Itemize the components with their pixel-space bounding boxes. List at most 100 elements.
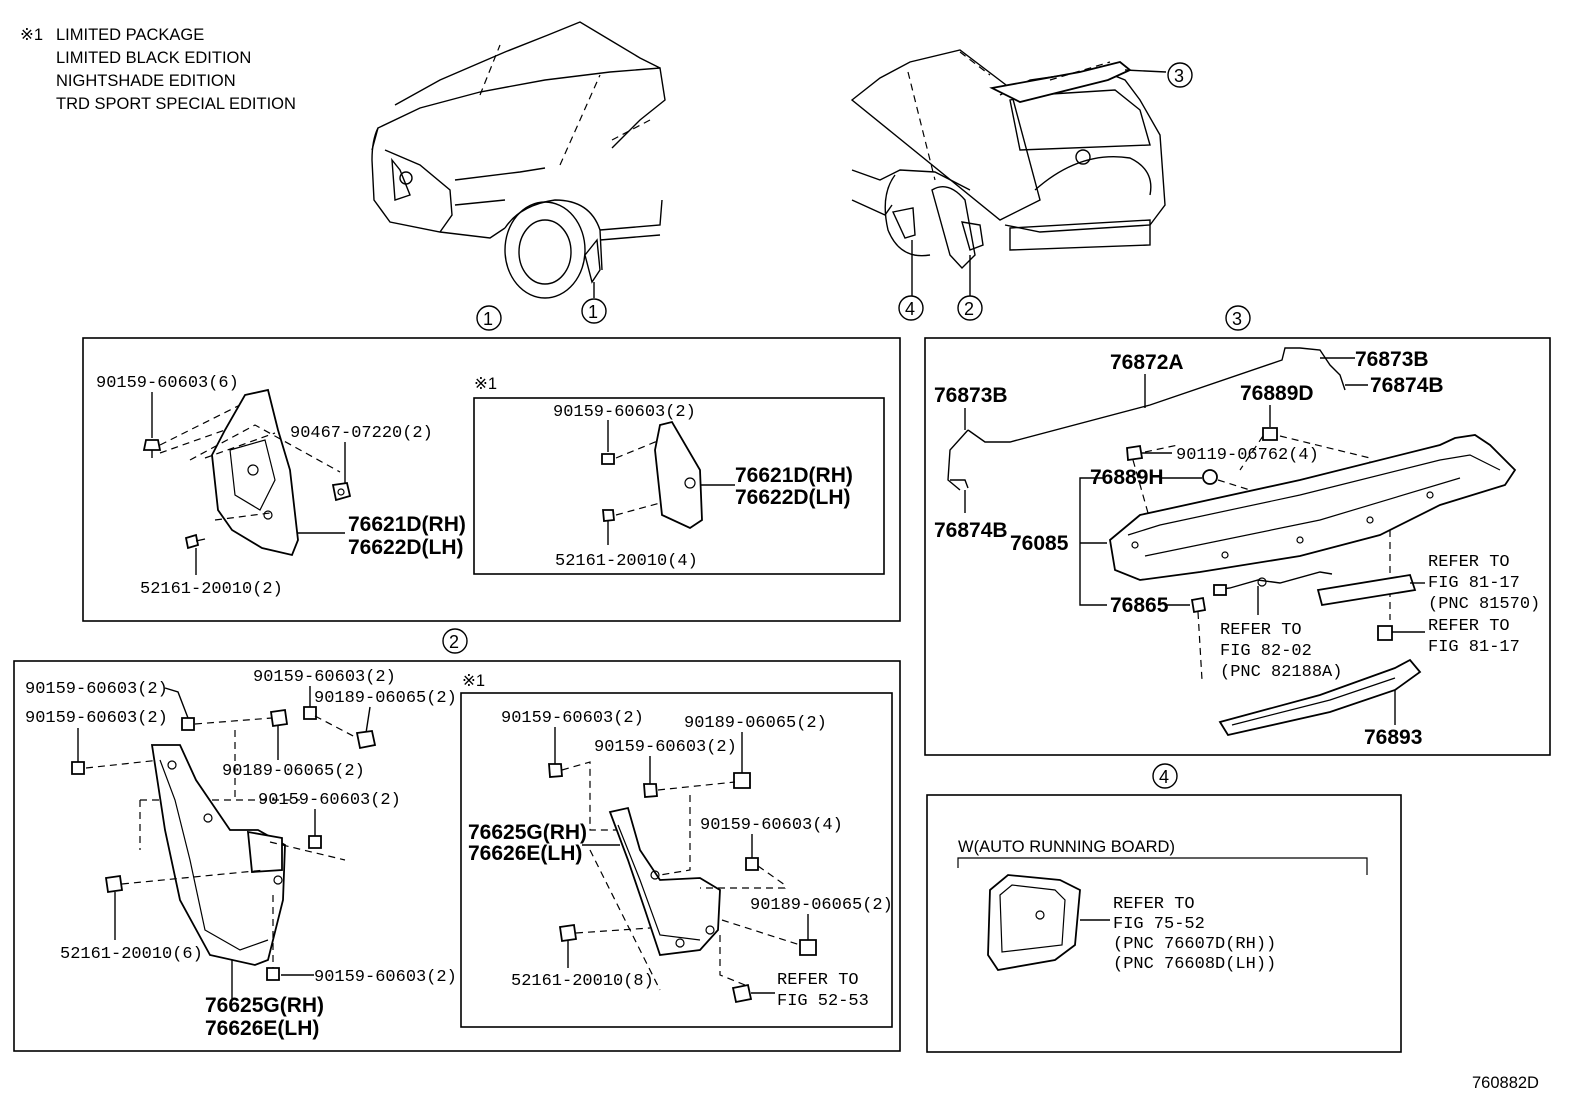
section-2-edition-subbox: ※1 90159-60603(2) 90189-06065(2) 90159-6… — [460, 672, 893, 1028]
clip-icon — [104, 874, 124, 894]
part-90467-07220: 90467-07220(2) — [290, 424, 433, 443]
s3-part-90119-06762: 90119-06762(4) — [1176, 446, 1319, 465]
grommet-icon — [1190, 596, 1207, 614]
sub2-frame — [460, 692, 893, 1028]
s3-part-76874b-left: 76874B — [934, 519, 1008, 542]
section-4-running-board: W(AUTO RUNNING BOARD) REFER TO FIG 75-52… — [926, 794, 1402, 1053]
sub2-part-clip: 52161-20010(8) — [511, 972, 654, 991]
nut-icon — [355, 729, 377, 750]
callout-4-label: 4 — [905, 299, 915, 319]
mudguard-ref-76607d — [987, 874, 1081, 971]
screw-icon — [548, 763, 563, 778]
s2-part-screw-a: 90159-60603(2) — [25, 680, 168, 699]
clip-icon — [558, 923, 578, 943]
vehicle-rear-view — [850, 49, 1167, 296]
clip-icon — [184, 533, 206, 550]
stop-lamp — [1316, 573, 1417, 607]
sub2-refer-1: REFER TO — [777, 971, 859, 990]
note-line-2: LIMITED BLACK EDITION — [56, 49, 251, 67]
screw-icon — [643, 783, 658, 798]
callout-2-section-label: 2 — [449, 632, 459, 652]
s3-part-76865: 76865 — [1110, 594, 1169, 617]
note-line-4: TRD SPORT SPECIAL EDITION — [56, 95, 296, 113]
sub2-part-76626e-lh: 76626E(LH) — [468, 842, 582, 865]
sub1-part-76621d-rh: 76621D(RH) — [735, 464, 853, 487]
callout-2-label: 2 — [964, 299, 974, 319]
note-line-1: LIMITED PACKAGE — [56, 26, 204, 44]
sub2-part-nut-a: 90189-06065(2) — [684, 714, 827, 733]
screw-icon — [1126, 444, 1144, 462]
section-1-front-mudguard: 90159-60603(6) 90467-07220(2) 76621D(RH)… — [82, 337, 901, 622]
mudguard-76621d — [211, 388, 299, 557]
rear-mudguard-76625g — [150, 744, 286, 966]
callout-3-section-label: 3 — [1232, 309, 1242, 329]
s2-part-76626e-lh: 76626E(LH) — [205, 1017, 319, 1040]
sub1-mudguard — [654, 420, 703, 530]
sub2-refer-2: FIG 52-53 — [777, 992, 869, 1011]
section-4-frame — [926, 794, 1402, 1053]
s2-part-nut-b: 90189-06065(2) — [222, 762, 365, 781]
screw-icon — [181, 717, 195, 731]
s2-part-screw-d: 90159-60603(2) — [258, 791, 401, 810]
s3-ref2-line1: REFER TO — [1428, 617, 1510, 636]
sub1-frame — [473, 397, 885, 575]
note-marker: ※1 — [20, 26, 43, 44]
nut-icon — [269, 708, 289, 728]
s2-part-nut-a: 90189-06065(2) — [314, 689, 457, 708]
figure-code: 760882D — [1472, 1074, 1539, 1092]
sub2-part-76625g-rh: 76625G(RH) — [468, 821, 587, 844]
s3-part-76893: 76893 — [1364, 726, 1422, 749]
s3-part-76874b-right: 76874B — [1370, 374, 1444, 397]
s3-ref1-line3: (PNC 81570) — [1428, 595, 1540, 614]
s3-part-76873b-left: 76873B — [934, 384, 1008, 407]
s2-part-screw-c: 90159-60603(2) — [253, 668, 396, 687]
wire-harness — [1213, 571, 1333, 596]
callout-1-section: 1 — [476, 305, 502, 331]
screw-icon — [1377, 625, 1393, 641]
section-1-edition-subbox: ※1 90159-60603(2) 76621D(RH) 76622D(LH) … — [473, 375, 885, 575]
sub1-part-screw: 90159-60603(2) — [553, 403, 696, 422]
sub2-part-screw-a: 90159-60603(2) — [501, 709, 644, 728]
s4-ref-line1: REFER TO — [1113, 895, 1195, 914]
callout-4-section: 4 — [1152, 763, 1178, 789]
s3-part-76872a: 76872A — [1110, 351, 1184, 374]
sub2-rear-mudguard — [608, 806, 721, 956]
callout-4-section-label: 4 — [1159, 767, 1169, 787]
sub1-part-clip: 52161-20010(4) — [555, 552, 698, 571]
part-76621d-rh: 76621D(RH) — [348, 513, 466, 536]
s3-part-76873b-right: 76873B — [1355, 348, 1429, 371]
s3-part-76889d: 76889D — [1240, 382, 1314, 405]
s3-part-76085: 76085 — [1010, 532, 1069, 555]
s2-part-screw-e: 90159-60603(2) — [314, 968, 457, 987]
s3-ref3-line2: FIG 82-02 — [1220, 642, 1312, 661]
note-line-3: NIGHTSHADE EDITION — [56, 72, 236, 90]
s2-part-76625g-rh: 76625G(RH) — [205, 994, 324, 1017]
section-3-frame — [924, 337, 1551, 756]
callout-2-rear: 2 — [957, 295, 983, 321]
screw-icon — [266, 967, 280, 981]
clip-icon — [1262, 427, 1278, 441]
s3-ref3-line1: REFER TO — [1220, 621, 1302, 640]
sub1-marker: ※1 — [474, 375, 497, 393]
sub1-part-76622d-lh: 76622D(LH) — [735, 486, 851, 509]
s3-ref1-line1: REFER TO — [1428, 553, 1510, 572]
edition-note: ※1 LIMITED PACKAGE LIMITED BLACK EDITION… — [20, 26, 296, 113]
clip-icon — [731, 983, 753, 1004]
nut-icon — [331, 481, 352, 502]
callout-1-section-label: 1 — [483, 309, 493, 329]
sub2-part-screw-c: 90159-60603(4) — [700, 816, 843, 835]
callout-3-label: 3 — [1174, 66, 1184, 86]
s3-ref1-line2: FIG 81-17 — [1428, 574, 1520, 593]
s2-part-screw-b: 90159-60603(2) — [25, 709, 168, 728]
s4-ref-line3: (PNC 76607D(RH)) — [1113, 935, 1276, 954]
seal-strip — [967, 347, 1346, 443]
clip-icon — [1202, 469, 1218, 485]
cover-76893 — [1218, 658, 1422, 737]
s4-ref-line4: (PNC 76608D(LH)) — [1113, 955, 1276, 974]
section-2-rear-mudguard: 90159-60603(2) 90159-60603(2) 90159-6060… — [13, 660, 901, 1052]
callout-4-rear: 4 — [898, 295, 924, 321]
s3-ref2-line2: FIG 81-17 — [1428, 638, 1520, 657]
vehicle-front-view — [371, 21, 666, 299]
part-52161-20010-2: 52161-20010(2) — [140, 580, 283, 599]
